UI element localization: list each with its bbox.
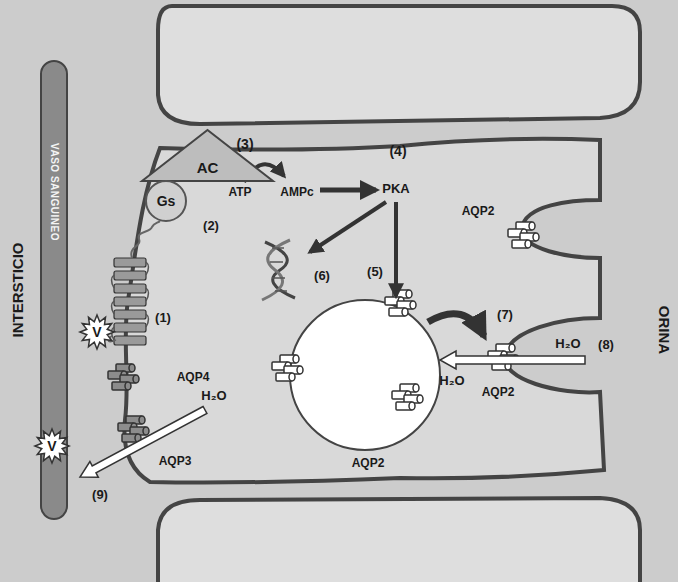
part-label: ORINA: [656, 306, 673, 354]
callout-number: (3): [236, 137, 253, 152]
callout-number: (7): [497, 308, 513, 322]
node-label: AC: [197, 159, 219, 176]
star-outline: [80, 315, 114, 349]
node-label: Gs: [157, 193, 176, 209]
part-label: AQP3: [159, 455, 192, 468]
vasopressin-star: V: [35, 429, 69, 463]
callout-number: (9): [92, 488, 108, 502]
part-label: AQP2: [462, 205, 495, 218]
part-label: H₂O: [555, 337, 580, 351]
part-label: AQP2: [482, 386, 515, 399]
star-outline: [35, 429, 69, 463]
callout-number: (2): [203, 219, 219, 233]
callout-number: (8): [598, 338, 614, 352]
callout-number: (4): [389, 144, 406, 159]
part-label: PKA: [382, 182, 409, 196]
callout-number: (6): [314, 269, 330, 283]
callout-number: (5): [367, 265, 383, 279]
node-label: V: [47, 438, 56, 454]
blood-vessel: VASO SANGUINEO V: [40, 60, 68, 520]
part-label: AQP4: [177, 371, 210, 384]
part-label: H₂O: [201, 389, 226, 403]
part-label: INTERSTICIO: [10, 242, 27, 337]
enzyme-triangle: AC: [140, 128, 275, 183]
vessel-label: VASO SANGUINEO: [49, 143, 60, 241]
part-label: ATP: [228, 186, 251, 199]
vasopressin-star: V: [80, 315, 114, 349]
callout-number: (1): [155, 311, 171, 325]
gs-protein-circle: Gs: [145, 180, 187, 222]
triangle-outline: [142, 130, 273, 181]
part-label: H₂O: [439, 374, 464, 388]
node-label: V: [92, 324, 101, 340]
part-label: AMPc: [280, 186, 313, 199]
part-label: AQP2: [352, 457, 385, 470]
